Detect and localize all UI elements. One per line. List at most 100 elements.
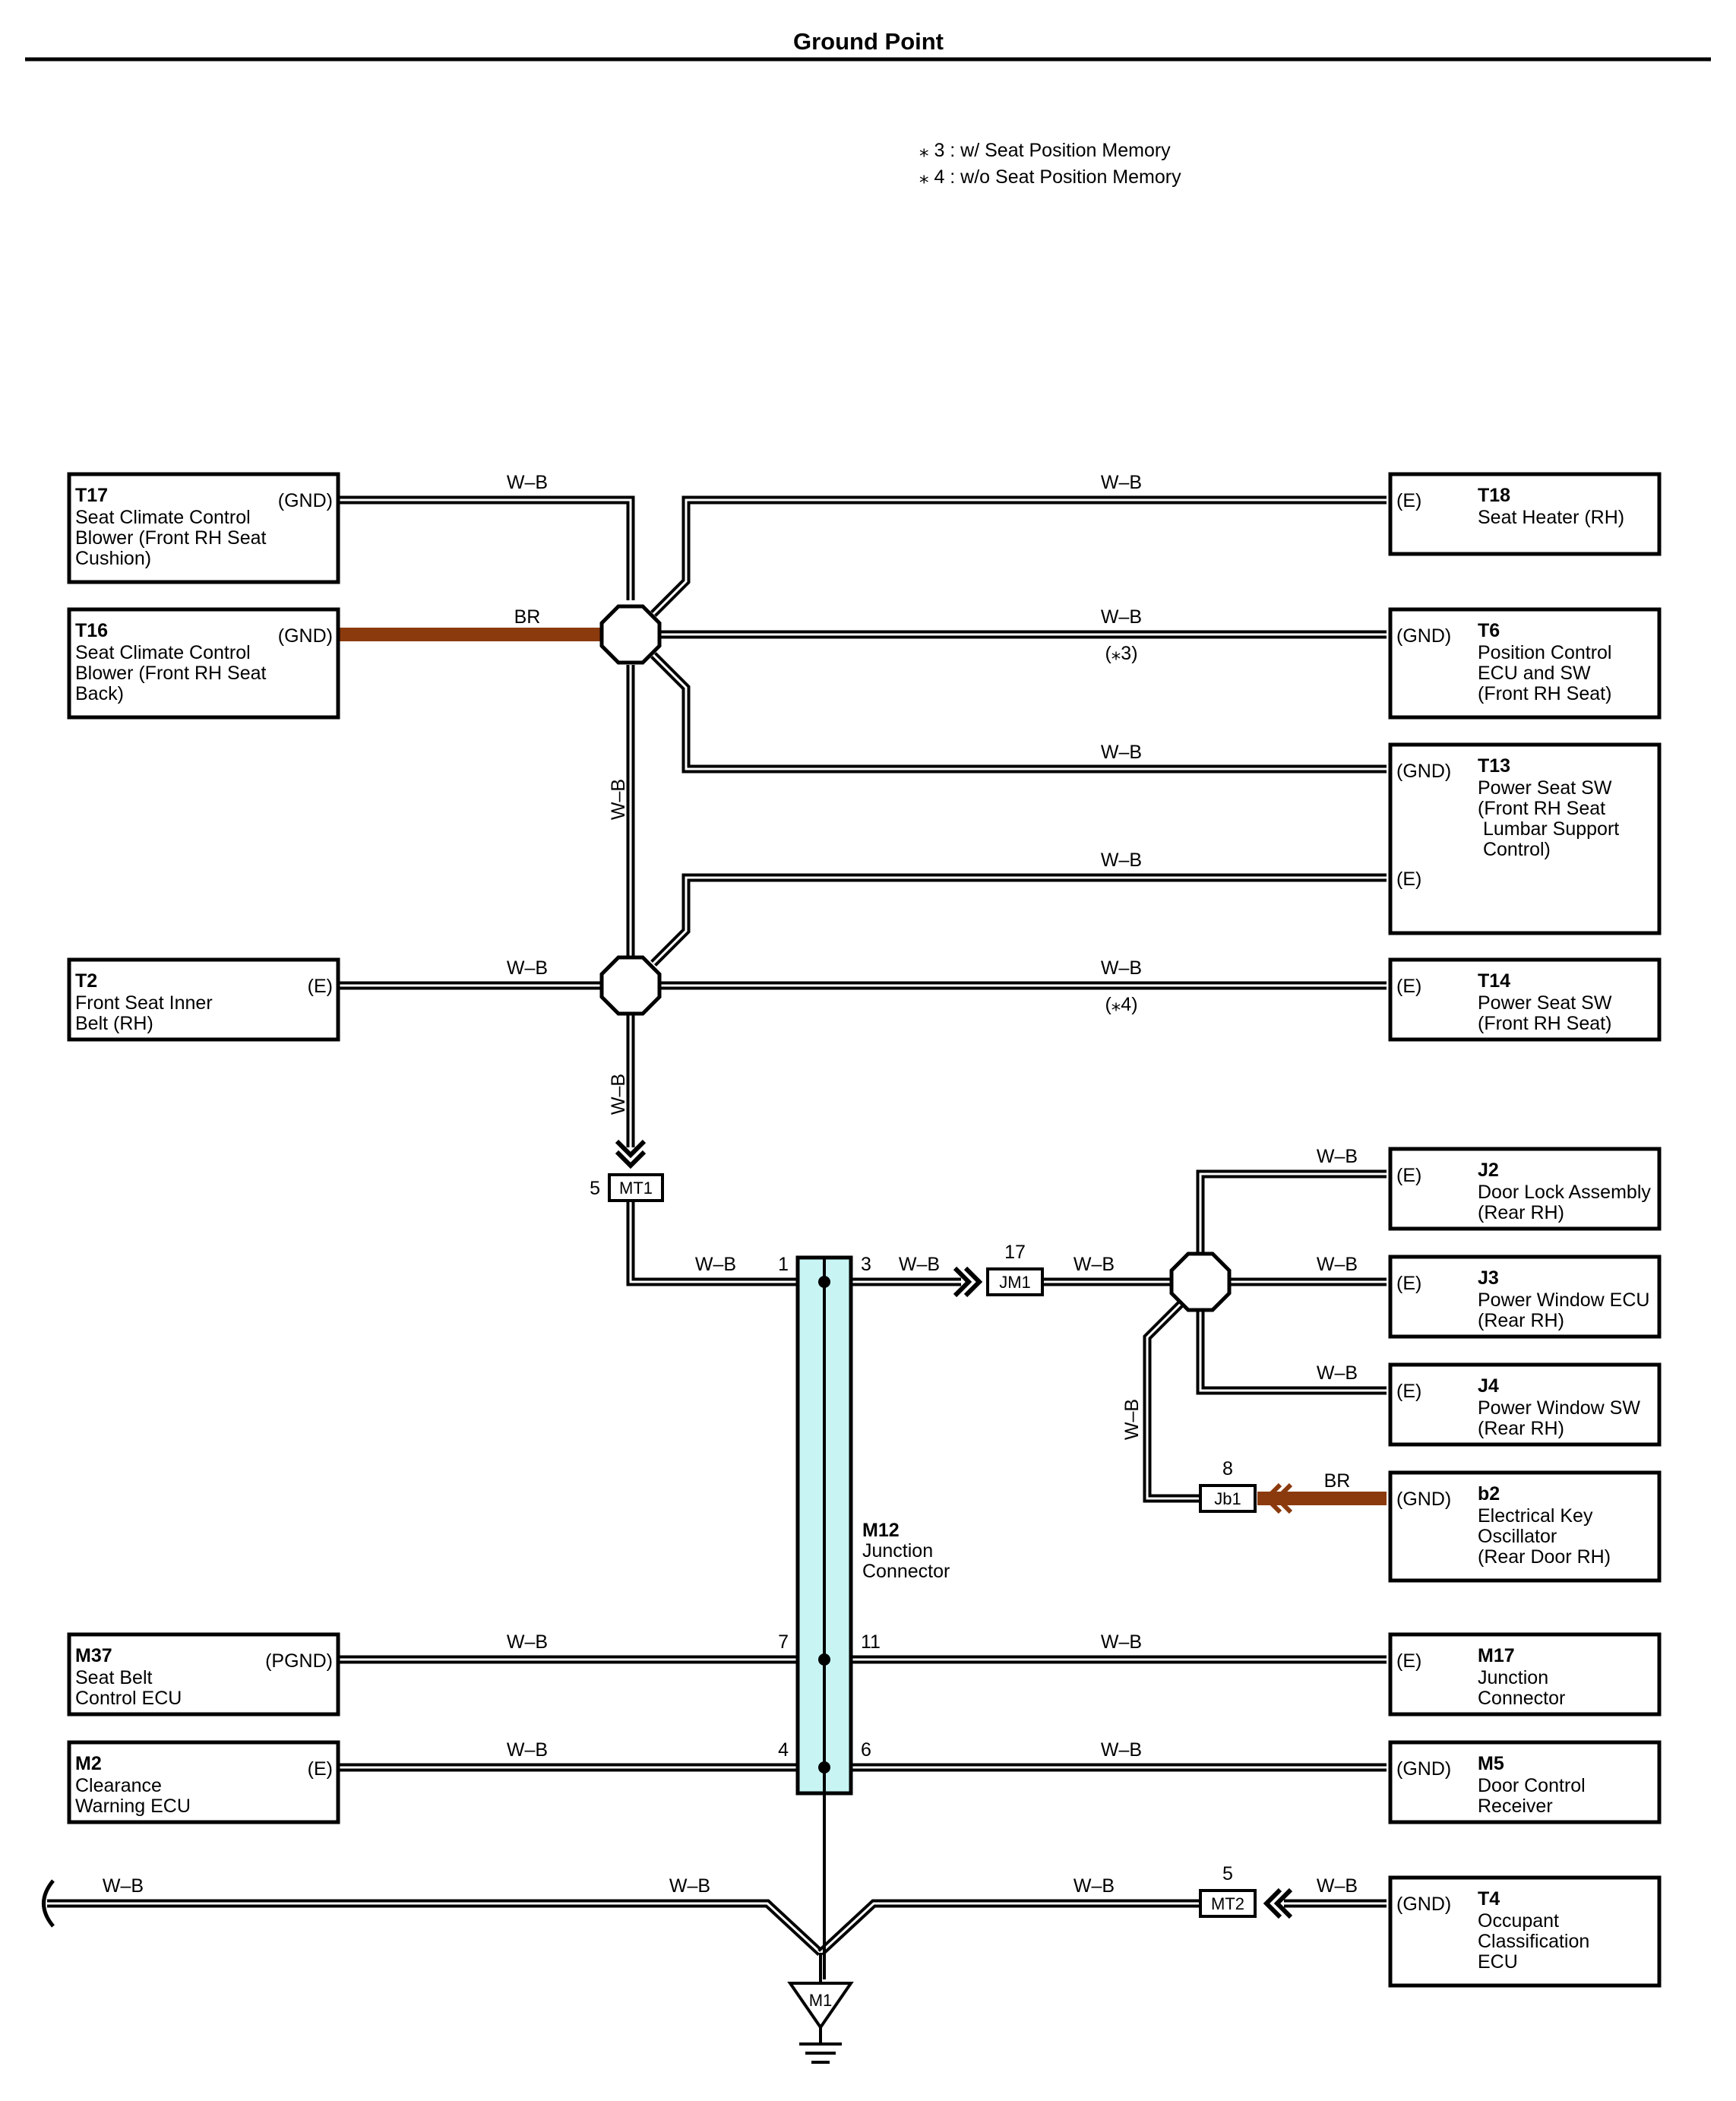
- component-m17: M17 Junction Connector (E): [1388, 1632, 1662, 1717]
- wire-label: W–B: [695, 1254, 736, 1275]
- svg-text:M5: M5: [1478, 1753, 1504, 1774]
- component-j3: J3 Power Window ECU (Rear RH) (E): [1388, 1255, 1662, 1339]
- svg-text:Position Control: Position Control: [1478, 642, 1611, 663]
- svg-text:Classification: Classification: [1478, 1931, 1589, 1952]
- svg-text:Power Seat SW: Power Seat SW: [1478, 992, 1612, 1014]
- connector-mt1-name: MT1: [619, 1179, 653, 1198]
- svg-text:(Rear RH): (Rear RH): [1478, 1418, 1564, 1439]
- mt1-arrow-icon: [615, 1139, 647, 1169]
- svg-text:Seat Climate Control: Seat Climate Control: [75, 642, 251, 663]
- connector-mt1: [608, 1173, 664, 1202]
- wire-label: W–B: [1074, 1254, 1115, 1275]
- svg-text:Belt (RH): Belt (RH): [75, 1013, 153, 1034]
- svg-text:Blower (Front RH Seat: Blower (Front RH Seat: [75, 527, 267, 549]
- svg-text:Connector: Connector: [1478, 1688, 1565, 1709]
- wire-ground-right: [817, 1899, 1200, 1957]
- component-t2-pin: (E): [308, 976, 333, 997]
- svg-text:Door Control: Door Control: [1478, 1775, 1586, 1796]
- svg-text:Back): Back): [75, 683, 124, 704]
- component-t13-pin-e: (E): [1396, 869, 1421, 890]
- wire-j2: [1196, 1169, 1387, 1254]
- svg-text:ECU and SW: ECU and SW: [1478, 663, 1591, 684]
- note-3: ⁎ 3 : w/ Seat Position Memory: [919, 140, 1171, 161]
- connector-jb1-pin: 8: [1222, 1458, 1233, 1479]
- wire-label: W–B: [1101, 1739, 1142, 1761]
- wire-break-icon: [42, 1879, 55, 1928]
- wire-t13-e: [650, 873, 1387, 967]
- wire-label: W–B: [1101, 742, 1142, 763]
- svg-text:Lumbar Support: Lumbar Support: [1478, 818, 1619, 840]
- svg-text:T13: T13: [1478, 755, 1510, 777]
- svg-text:(Rear RH): (Rear RH): [1478, 1202, 1564, 1223]
- wire-label: W–B: [1317, 1146, 1358, 1167]
- junction-m12-code: M12: [862, 1520, 900, 1541]
- svg-text:Power Seat SW: Power Seat SW: [1478, 777, 1612, 799]
- svg-text:Junction: Junction: [1478, 1667, 1548, 1688]
- component-t17: T17 Seat Climate Control Blower (Front R…: [67, 472, 340, 584]
- svg-text:M17: M17: [1478, 1645, 1515, 1666]
- svg-text:b2: b2: [1478, 1483, 1500, 1505]
- svg-text:Oscillator: Oscillator: [1478, 1526, 1557, 1547]
- svg-text:Seat Heater (RH): Seat Heater (RH): [1478, 507, 1624, 528]
- component-t6: T6 Position Control ECU and SW (Front RH…: [1388, 607, 1662, 720]
- svg-text:Door Lock Assembly: Door Lock Assembly: [1478, 1182, 1651, 1203]
- svg-text:J4: J4: [1478, 1375, 1499, 1397]
- wire-b2-br: [1257, 1492, 1387, 1505]
- ground-m1-name: M1: [809, 1991, 833, 2010]
- wire-label: W–B: [1317, 1254, 1358, 1275]
- wire-t13-gnd: [650, 652, 1387, 774]
- component-m37-pin: (PGND): [265, 1650, 333, 1672]
- connector-mt2: [1199, 1889, 1257, 1918]
- wire-label: W–B: [507, 957, 548, 979]
- wire-label: W–B: [669, 1875, 710, 1897]
- wire-label: W–B: [1101, 850, 1142, 871]
- svg-text:Power Window SW: Power Window SW: [1478, 1397, 1640, 1419]
- splice-2: [599, 955, 662, 1016]
- component-t16-pin: (GND): [278, 625, 333, 647]
- wire-label: W–B: [1101, 472, 1142, 493]
- svg-text:Warning ECU: Warning ECU: [75, 1796, 191, 1817]
- svg-text:ECU: ECU: [1478, 1951, 1518, 1973]
- wire-label-note: (⁎4): [1105, 994, 1137, 1015]
- splice-3: [1169, 1251, 1232, 1312]
- component-t4-pin: (GND): [1396, 1894, 1451, 1915]
- connector-jm1-pin: 17: [1004, 1242, 1026, 1263]
- wire-label: W–B: [103, 1875, 144, 1897]
- svg-text:Control ECU: Control ECU: [75, 1688, 182, 1709]
- component-t4: T4 Occupant Classification ECU (GND): [1388, 1875, 1662, 1988]
- connector-mt1-pin: 5: [590, 1178, 600, 1199]
- wire-ground-left: [47, 1899, 824, 1957]
- wire-label: W–B: [1121, 1399, 1143, 1440]
- svg-text:Seat Climate Control: Seat Climate Control: [75, 507, 251, 528]
- svg-text:Electrical Key: Electrical Key: [1478, 1505, 1593, 1527]
- m12-pin-7: 7: [778, 1631, 789, 1653]
- connector-jb1: [1199, 1484, 1257, 1513]
- svg-text:Blower (Front RH Seat: Blower (Front RH Seat: [75, 663, 267, 684]
- wire-label: W–B: [1074, 1875, 1115, 1897]
- connector-jb1-name: Jb1: [1214, 1489, 1241, 1508]
- wire-jb1: [1143, 1296, 1200, 1503]
- component-t13-pin-gnd: (GND): [1396, 761, 1451, 782]
- svg-text:T6: T6: [1478, 620, 1500, 641]
- svg-text:Front Seat Inner: Front Seat Inner: [75, 992, 213, 1014]
- svg-text:M37: M37: [75, 1645, 112, 1666]
- junction-m12-line-2: Connector: [862, 1561, 950, 1582]
- wire-label: W–B: [1317, 1875, 1358, 1897]
- m12-pin-3: 3: [861, 1254, 871, 1275]
- svg-text:J2: J2: [1478, 1160, 1499, 1181]
- wire-label: BR: [514, 606, 541, 628]
- component-t14: T14 Power Seat SW (Front RH Seat) (E): [1388, 957, 1662, 1042]
- svg-text:(Front RH Seat: (Front RH Seat: [1478, 798, 1605, 819]
- component-m5: M5 Door Control Receiver (GND): [1388, 1740, 1662, 1824]
- component-j4: J4 Power Window SW (Rear RH) (E): [1388, 1362, 1662, 1447]
- wire-label: W–B: [507, 1739, 548, 1761]
- component-j2: J2 Door Lock Assembly (Rear RH) (E): [1388, 1147, 1662, 1231]
- connector-mt2-name: MT2: [1211, 1894, 1244, 1913]
- wire-label-note: (⁎3): [1105, 643, 1137, 664]
- component-t2: T2 Front Seat Inner Belt (RH) (E): [67, 957, 340, 1042]
- svg-text:T4: T4: [1478, 1888, 1500, 1910]
- m12-pin-11: 11: [861, 1631, 881, 1653]
- m12-pin-6: 6: [861, 1739, 871, 1761]
- connector-mt2-pin: 5: [1222, 1863, 1233, 1884]
- connector-jm1-name: JM1: [999, 1273, 1031, 1292]
